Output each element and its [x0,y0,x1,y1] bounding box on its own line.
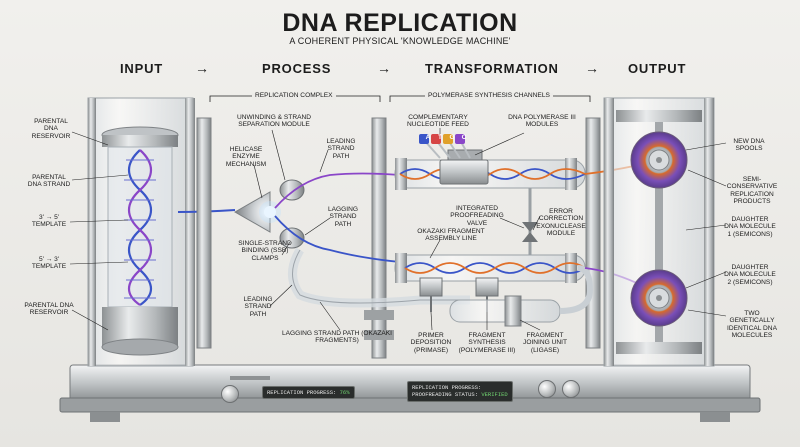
label-parental-reservoir-top: PARENTAL DNA RESERVOIR [31,118,71,140]
nucleotide-c: C [461,134,467,141]
stage-arrow-icon: → [195,60,209,76]
label-daughter-molecule-2: DAUGHTER DNA MOLECULE 2 (SEMICONS) [724,264,776,286]
label-daughter-molecule-1: DAUGHTER DNA MOLECULE 1 (SEMICONS) [724,216,776,238]
nucleotide-t: T [438,134,442,141]
label-fragment-synthesis: FRAGMENT SYNTHESIS (POLYMERASE III) [458,332,516,354]
page-subtitle: A COHERENT PHYSICAL 'KNOWLEDGE MACHINE' [289,36,511,46]
label-fragment-joining: FRAGMENT JOINING UNIT (LIGASE) [523,332,567,354]
control-knob[interactable] [538,380,556,398]
status-display: REPLICATION PROGRESS: PROOFREADING STATU… [407,381,513,402]
page-title: DNA REPLICATION [282,9,518,37]
label-unwinding-module: UNWINDING & STRAND SEPARATION MODULE [237,114,311,129]
label-new-dna-spools: NEW DNA SPOOLS [733,138,765,153]
control-knob[interactable] [221,385,239,403]
label-identical-molecules: TWO GENETICALLY IDENTICAL DNA MOLECULES [727,310,777,340]
label-parental-strand: PARENTAL DNA STRAND [27,174,71,189]
label-okazaki-assembly: OKAZAKI FRAGMENT ASSEMBLY LINE [417,228,485,243]
stage-output-heading: OUTPUT [628,61,687,76]
status-progress-label: REPLICATION PROGRESS: [412,384,482,391]
label-semi-conservative: SEMI-CONSERVATIVE REPLICATION PRODUCTS [726,176,778,206]
section-polymerase-channels: POLYMERASE SYNTHESIS CHANNELS [425,92,553,100]
progress-label: REPLICATION PROGRESS: [267,389,337,396]
label-parental-reservoir-bottom: PARENTAL DNA RESERVOIR [24,302,74,317]
stage-process-heading: PROCESS [262,61,332,76]
status-value: VERIFIED [481,391,508,399]
stage-input-heading: INPUT [120,61,163,76]
label-error-correction: ERROR CORRECTION EXONUCLEASE MODULE [536,208,586,238]
label-lagging-okazaki: LAGGING STRAND PATH (OKAZAKI FRAGMENTS) [281,330,393,345]
progress-display: REPLICATION PROGRESS: 76% [262,386,355,400]
label-polymerase-modules: DNA POLYMERASE III MODULES [508,114,576,129]
nucleotide-g: G [449,134,455,141]
control-knob[interactable] [562,380,580,398]
progress-value: 76% [339,389,350,396]
label-helicase: HELICASE ENZYME MECHANISM [225,146,267,168]
label-lagging-strand-path: LAGGING STRAND PATH [327,206,359,228]
section-replication-complex: REPLICATION COMPLEX [252,92,336,100]
nucleotide-a: A [425,134,431,141]
status-label: PROOFREADING STATUS: [412,391,479,399]
label-ssb-clamps: SINGLE-STRAND BINDING (SSB) CLAMPS [238,240,292,262]
label-template-5-3: 5' → 3' TEMPLATE [31,256,67,271]
stage-arrow-icon: → [585,60,599,76]
stage-arrow-icon: → [377,60,391,76]
label-primer-deposition: PRIMER DEPOSITION (PRIMASE) [410,332,452,354]
label-leading-strand-top: LEADING STRAND PATH [326,138,356,160]
stage-transformation-heading: TRANSFORMATION [425,61,559,76]
label-nucleotide-feed: COMPLEMENTARY NUCLEOTIDE FEED [407,114,469,129]
label-template-3-5: 3' → 5' TEMPLATE [31,214,67,229]
label-proofreading-valve: INTEGRATED PROOFREADING VALVE [450,205,504,227]
label-leading-strand-bottom: LEADING STRAND PATH [243,296,273,318]
